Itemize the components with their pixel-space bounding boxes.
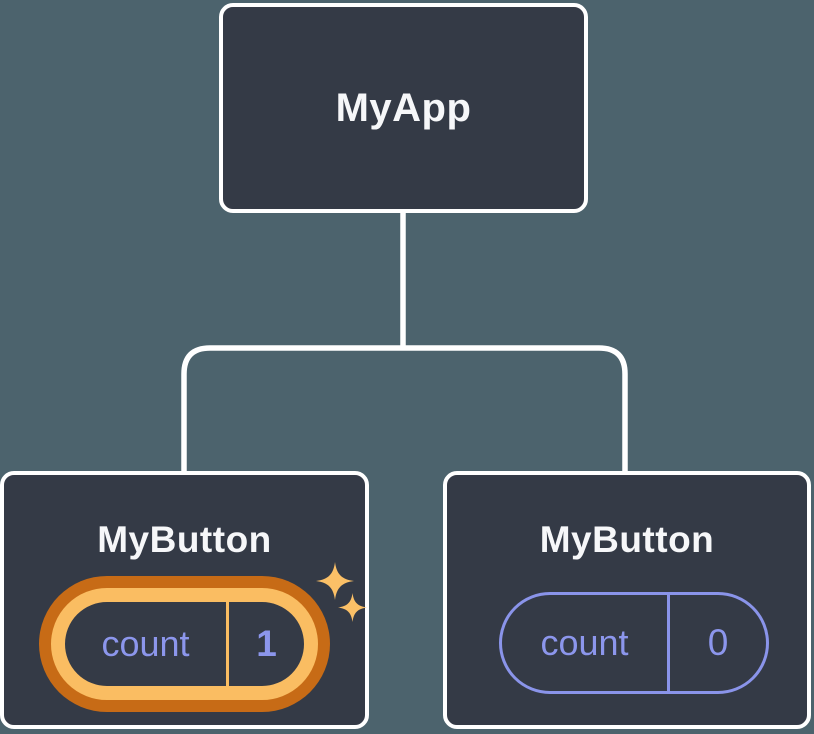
component-label: MyButton [97, 519, 272, 560]
state-key: count [101, 623, 190, 664]
state-pill-highlighted: count 1 [51, 588, 318, 700]
state-pill: count 0 [499, 592, 769, 694]
state-key: count [540, 622, 629, 663]
component-node-myapp: MyApp [219, 3, 588, 213]
component-node-mybutton-right: MyButton count 0 [443, 471, 811, 729]
state-value-cell: 0 [667, 595, 766, 691]
state-value-cell: 1 [226, 602, 304, 686]
component-node-mybutton-left: MyButton count 1 [0, 471, 369, 729]
connector-branch [181, 345, 628, 472]
component-label: MyApp [335, 85, 472, 130]
state-value: 0 [707, 622, 729, 663]
state-value: 1 [256, 623, 277, 664]
component-label: MyButton [539, 519, 715, 560]
